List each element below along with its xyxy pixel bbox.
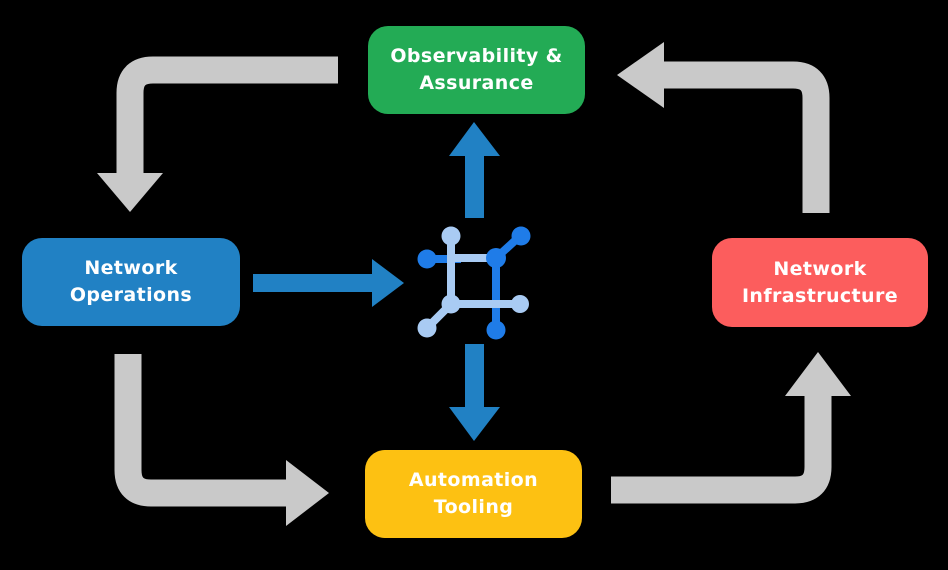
flow-arrows	[253, 122, 500, 441]
icon-node-bottomleft-light	[417, 318, 437, 338]
node-label-line1: Network	[773, 257, 867, 280]
icon-node-left-dark	[417, 249, 437, 269]
node-network-infrastructure: Network Infrastructure	[712, 238, 928, 327]
arrow-center-to-observability	[449, 122, 500, 218]
icon-node-corner-light	[441, 294, 461, 314]
node-observability-assurance: Observability & Assurance	[368, 26, 585, 114]
node-label-line1: Observability &	[390, 45, 563, 68]
arrowhead-down-icon	[449, 407, 500, 441]
arrowhead-right-icon	[286, 460, 329, 526]
arrowhead-down-icon	[97, 173, 163, 212]
node-label-line1: Automation	[408, 469, 539, 492]
node-label-line2: Assurance	[419, 72, 534, 94]
icon-node-top-light	[441, 226, 461, 246]
arrow-shaft	[253, 274, 374, 292]
icon-node-bottom-dark	[486, 320, 506, 340]
node-automation-tooling: Automation Tooling	[365, 450, 582, 538]
node-label-line2: Tooling	[433, 496, 514, 518]
arrow-infrastructure-to-observability	[617, 42, 830, 213]
arrow-operations-to-center	[253, 259, 404, 307]
arrowhead-up-icon	[785, 352, 851, 396]
arrowhead-up-icon	[449, 122, 500, 156]
arrow-shaft	[465, 344, 484, 411]
node-label-line1: Network	[84, 257, 178, 280]
arrowhead-right-icon	[372, 259, 404, 307]
arrow-shaft	[114, 354, 288, 507]
arrow-shaft	[116, 56, 338, 176]
icon-node-topright-dark	[511, 226, 531, 246]
arrow-shaft	[611, 394, 832, 504]
cycle-arrows	[97, 42, 851, 526]
arrow-shaft	[662, 61, 830, 213]
network-fabric-icon	[417, 226, 531, 340]
arrow-shaft	[465, 151, 484, 218]
arrowhead-left-icon	[617, 42, 664, 108]
node-network-operations: Network Operations	[22, 238, 240, 326]
arrow-observability-to-operations	[97, 56, 338, 212]
icon-node-corner-dark	[486, 248, 506, 268]
node-label-line2: Infrastructure	[741, 284, 899, 307]
arrow-operations-to-automation	[114, 354, 329, 526]
arrow-automation-to-infrastructure	[611, 352, 851, 504]
node-label-line2: Operations	[69, 284, 193, 306]
icon-node-right-light	[511, 295, 529, 313]
arrow-center-to-automation	[449, 344, 500, 441]
